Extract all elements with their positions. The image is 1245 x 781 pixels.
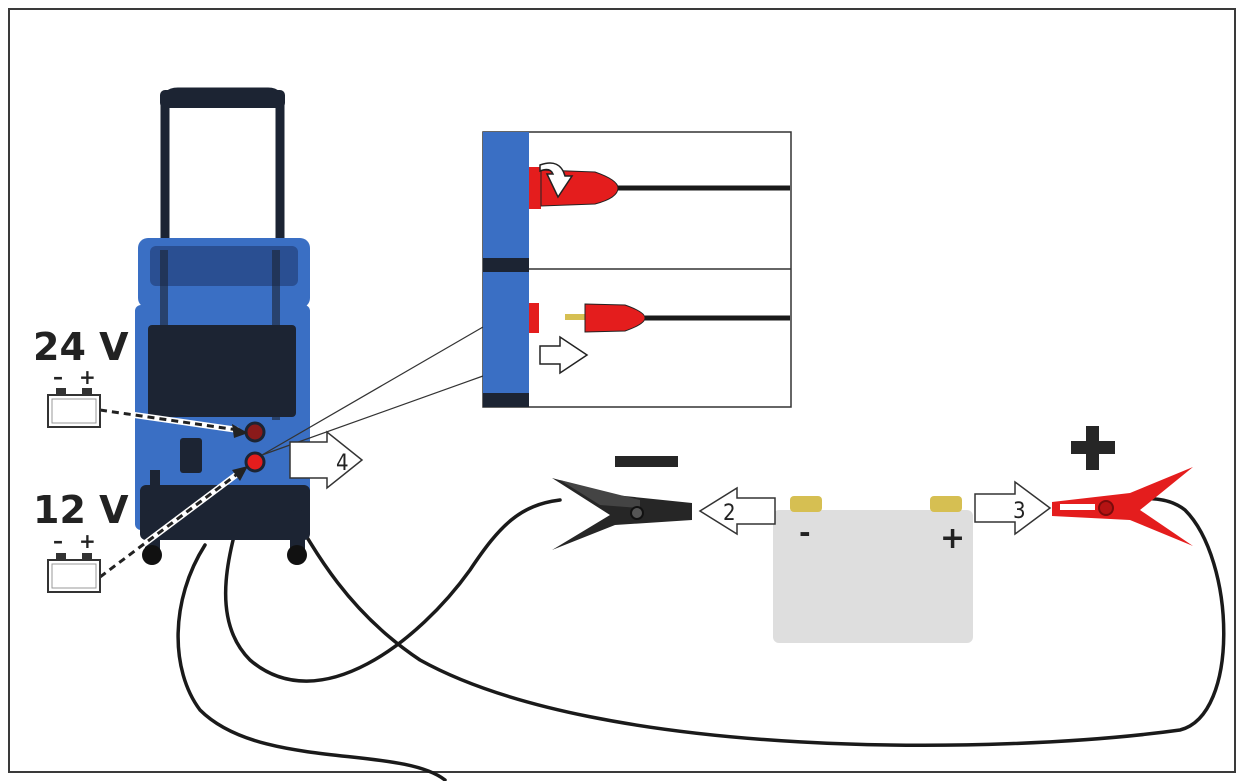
- battery-icon: [773, 510, 973, 643]
- arrow-3-label: 3: [1013, 499, 1026, 524]
- battery-plus-label: +: [940, 521, 965, 556]
- arrow-4-label: 4: [336, 451, 349, 476]
- battery-24v-icon: [47, 388, 101, 428]
- voltage-24v-group: 24 V – +: [33, 325, 129, 428]
- battery-12v-minus: –: [53, 529, 63, 553]
- charger-unit: [135, 87, 310, 565]
- voltage-24v-label: 24 V: [33, 325, 129, 369]
- battery-negative-terminal: [790, 496, 822, 512]
- plug-connected: [529, 162, 790, 209]
- positive-symbol: [1071, 426, 1115, 470]
- battery-minus-label: -: [799, 516, 811, 549]
- voltage-pointers: [98, 407, 248, 580]
- voltage-12v-group: 12 V – +: [33, 488, 129, 593]
- plug-disconnected: [529, 303, 790, 375]
- arrow-2-label: 2: [723, 501, 736, 526]
- battery-24v-plus: +: [79, 365, 96, 389]
- negative-symbol: [615, 456, 678, 467]
- battery-12v-icon: [47, 553, 101, 593]
- battery-12v-plus: +: [79, 529, 96, 553]
- step-arrow-4: 4: [289, 430, 364, 490]
- diagram-frame: [8, 8, 1236, 773]
- voltage-12v-label: 12 V: [33, 488, 129, 532]
- mains-cable: [176, 543, 447, 781]
- socket-24v: [244, 421, 266, 443]
- detail-inset: [482, 131, 792, 408]
- charger-handle: [160, 87, 285, 245]
- charger-front-panel: [148, 325, 296, 417]
- battery: - +: [773, 496, 973, 643]
- charger-base: [140, 485, 310, 540]
- positive-cable: [266, 468, 1226, 747]
- cables: [176, 463, 1226, 781]
- negative-cable: [223, 463, 562, 683]
- socket-12v: [244, 451, 266, 473]
- positive-clamp-icon: [1052, 426, 1193, 546]
- battery-positive-terminal: [930, 496, 962, 512]
- negative-clamp-icon: [552, 456, 692, 550]
- step-arrow-3: 3: [974, 480, 1052, 536]
- step-arrow-2: 2: [698, 486, 776, 536]
- battery-24v-minus: –: [53, 365, 63, 389]
